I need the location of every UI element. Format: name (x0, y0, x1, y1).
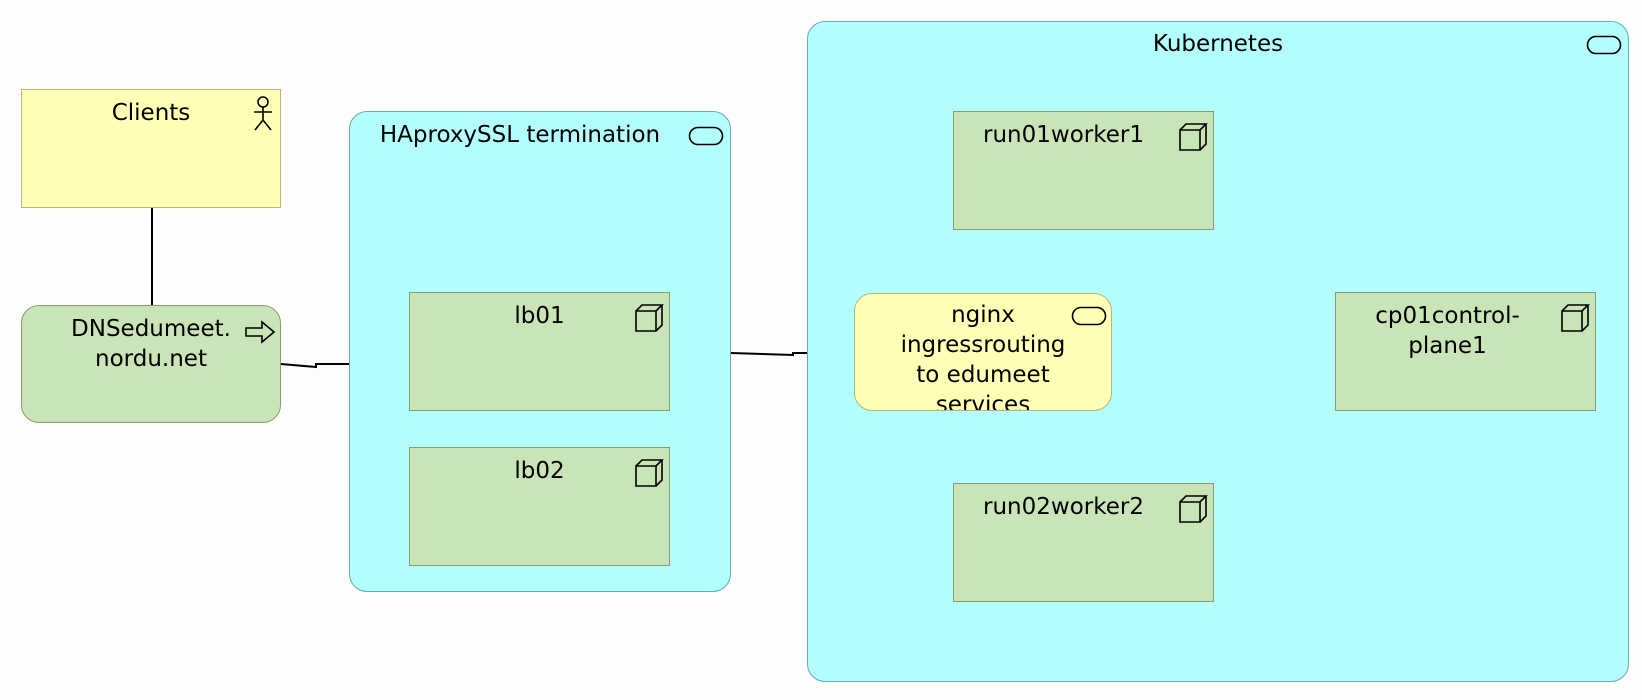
lb02-label: lb02 (514, 458, 565, 484)
cp01-label-line1: cp01control- (1375, 303, 1520, 329)
nginx-label-line1: nginx (951, 302, 1015, 328)
node-icon (1561, 304, 1590, 332)
dns-label-line2: nordu.net (95, 346, 207, 372)
arrow-icon (245, 320, 276, 344)
lb01-node[interactable]: lb01 (409, 292, 670, 411)
dns-label-line1: DNSedumeet. (71, 316, 231, 342)
nginx-label-line2: ingressrouting (900, 332, 1066, 358)
node-icon (635, 304, 664, 332)
nginx-label-line4: services (935, 392, 1031, 411)
kubernetes-label: Kubernetes (1152, 31, 1284, 57)
cp01-label-line2: plane1 (1408, 333, 1487, 359)
actor-icon (254, 96, 272, 131)
service-icon (1071, 306, 1107, 326)
nginx-service[interactable]: nginx ingressrouting to edumeet services (854, 293, 1112, 411)
clients-actor[interactable]: Clients (21, 89, 281, 208)
clients-label: Clients (111, 100, 191, 126)
nginx-label-line3: to edumeet (916, 362, 1050, 388)
node-icon (635, 459, 664, 487)
dns-node[interactable]: DNSedumeet. nordu.net (21, 305, 281, 423)
cp01-node[interactable]: cp01control- plane1 (1335, 292, 1596, 411)
run01-label: run01worker1 (983, 122, 1144, 148)
run02-label: run02worker2 (983, 494, 1144, 520)
service-icon (1586, 35, 1622, 55)
run01-node[interactable]: run01worker1 (953, 111, 1214, 230)
node-icon (1179, 495, 1208, 523)
node-icon (1179, 123, 1208, 151)
lb01-label: lb01 (514, 303, 565, 329)
haproxy-label: HAproxySSL termination (379, 122, 661, 148)
service-icon (688, 126, 724, 146)
connection-dns-haproxy (280, 363, 349, 369)
run02-node[interactable]: run02worker2 (953, 483, 1214, 602)
lb02-node[interactable]: lb02 (409, 447, 670, 566)
